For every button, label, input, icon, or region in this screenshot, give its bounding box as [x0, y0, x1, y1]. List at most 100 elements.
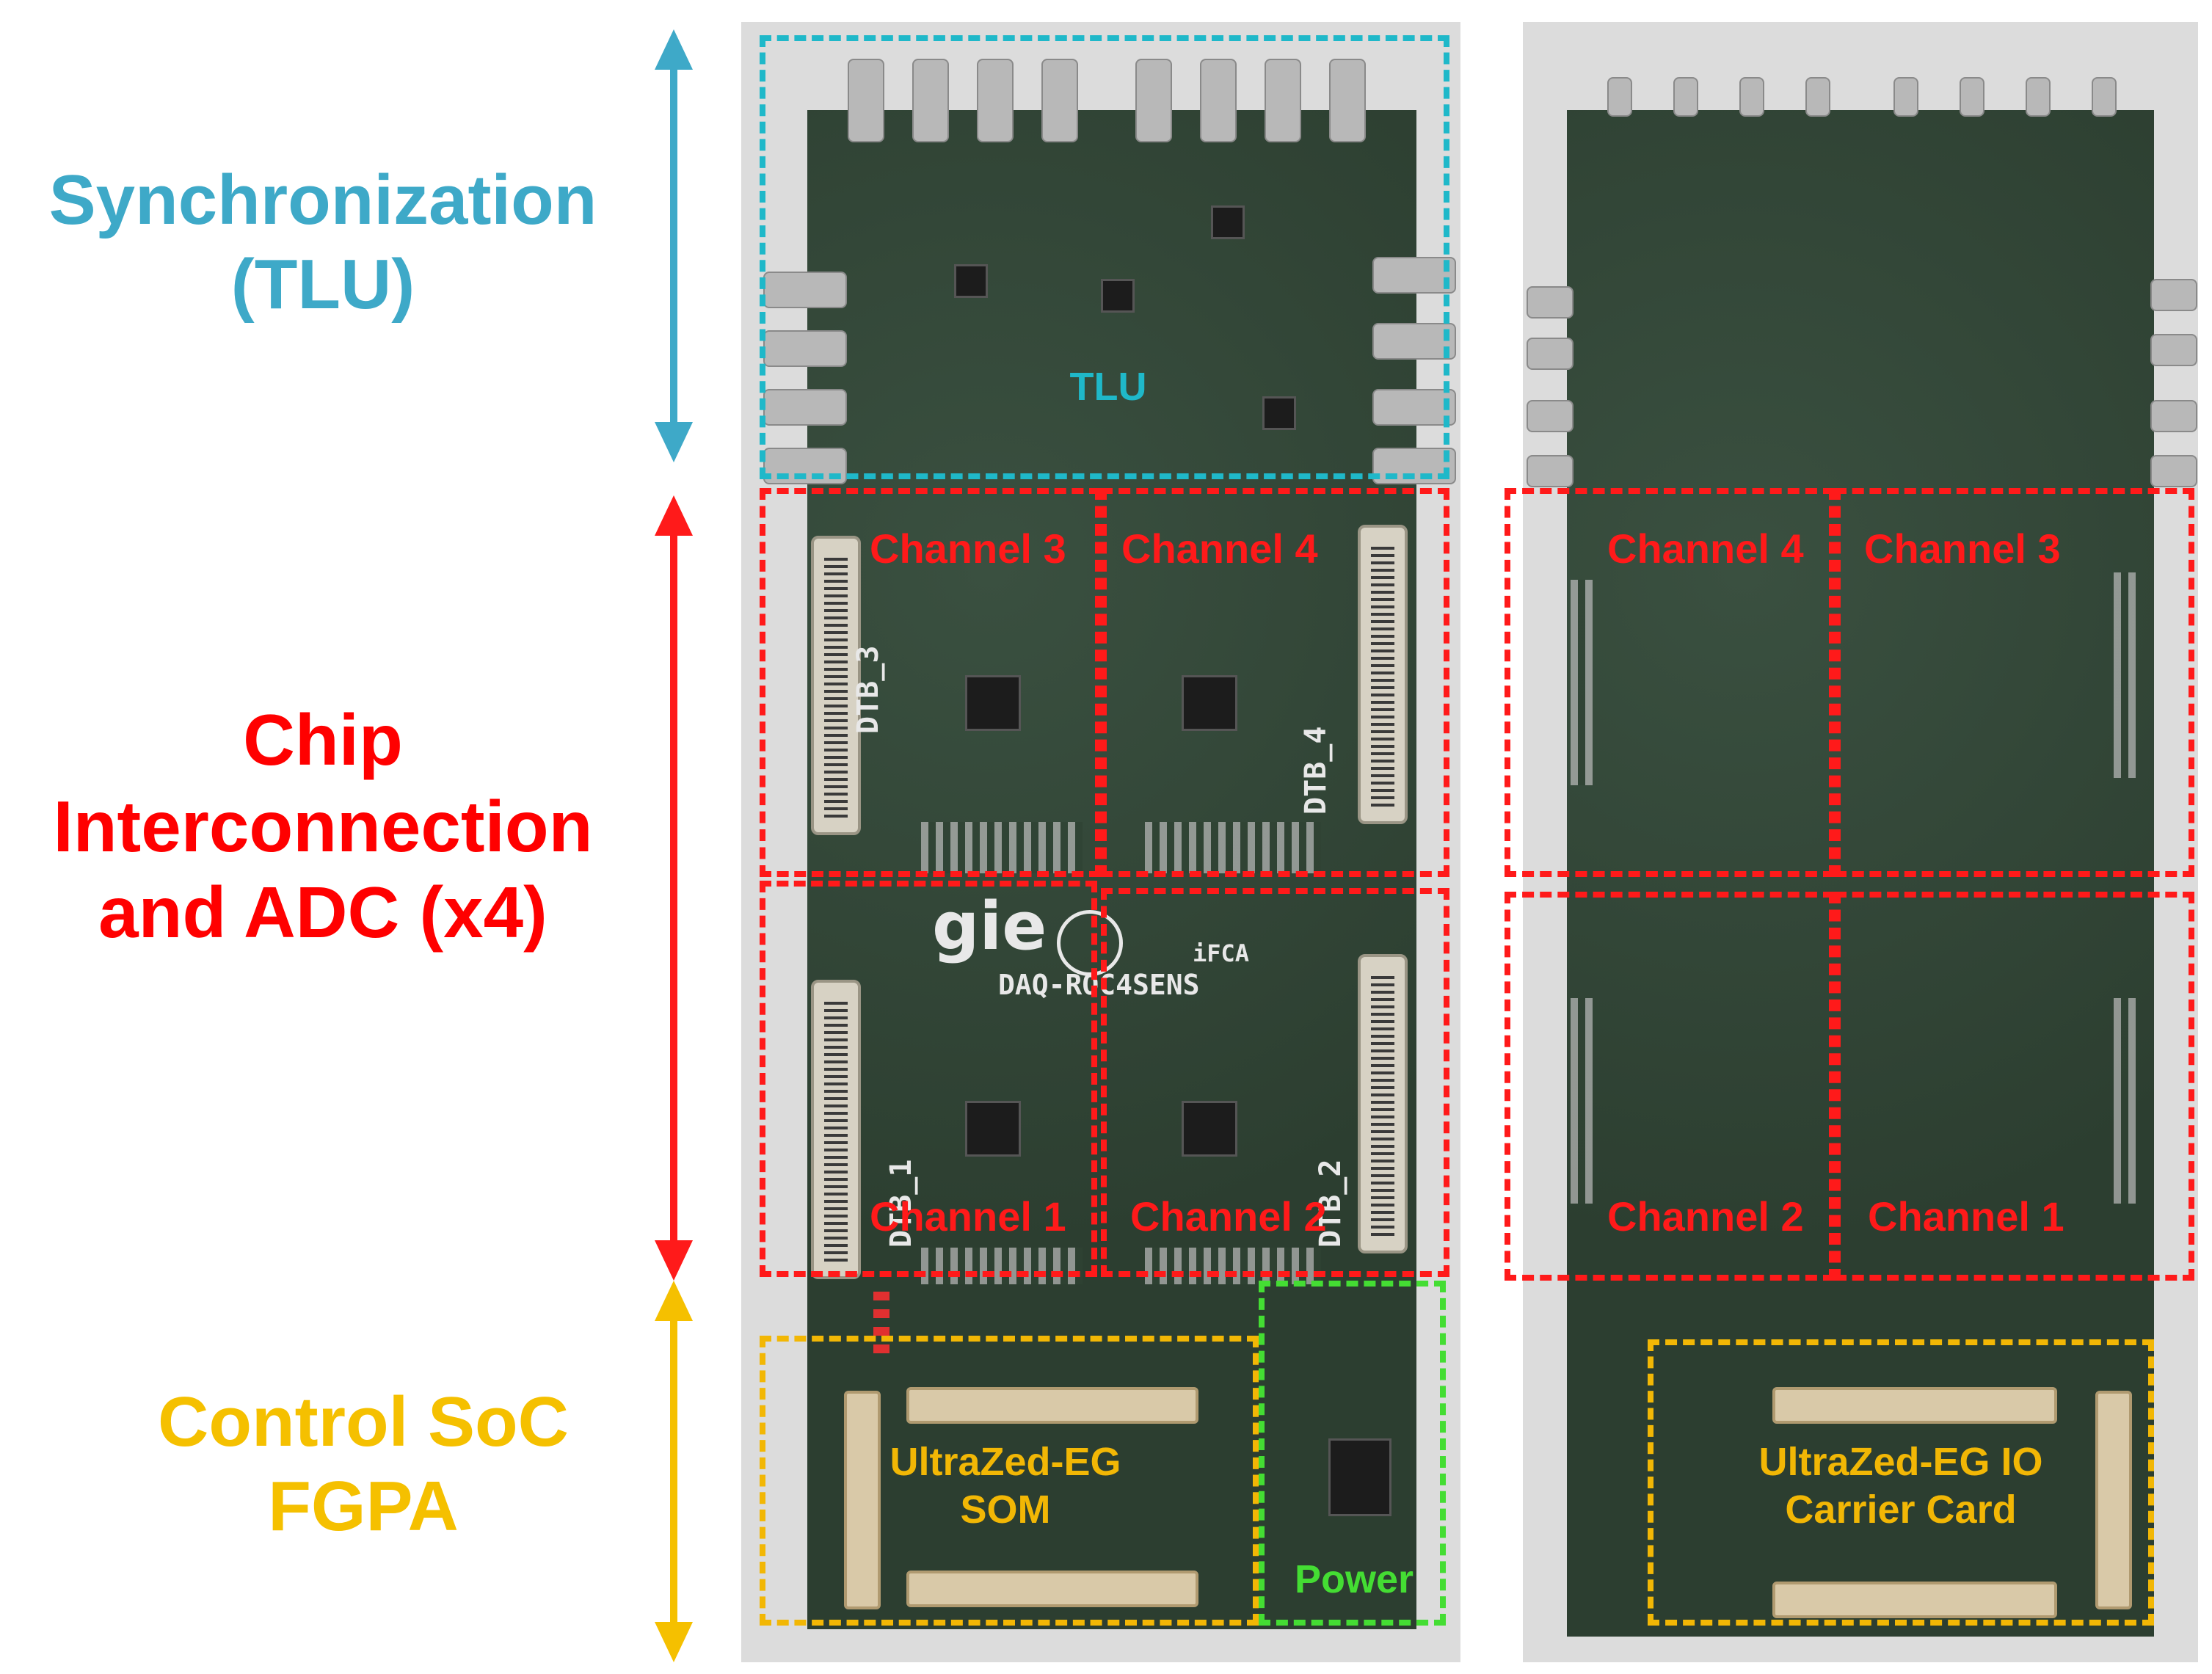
- synchronization-line2: (TLU): [230, 245, 415, 324]
- chip-arrow: [655, 495, 693, 1281]
- adc-chip: [1182, 1101, 1237, 1157]
- back-pin-row: [1571, 580, 1593, 785]
- led: [873, 1292, 889, 1300]
- dtb4-connector: [1358, 525, 1408, 824]
- back-channel-4-label: Channel 4: [1607, 525, 1804, 572]
- bnc-connector: [848, 59, 884, 142]
- tlu-label: TLU: [1069, 365, 1147, 409]
- bnc-connector: [1527, 338, 1573, 370]
- front-channel-1-label: Channel 1: [870, 1193, 1066, 1240]
- back-channel-1-label: Channel 1: [1868, 1193, 2064, 1240]
- component-row: [1145, 822, 1321, 873]
- bnc-connector: [1527, 455, 1573, 487]
- adc-chip: [965, 675, 1021, 731]
- som-region: [760, 1336, 1259, 1626]
- control-soc-label: Control SoC FGPA: [59, 1380, 668, 1549]
- board-name: DAQ-ROC4SENS: [998, 969, 1200, 1001]
- back-channel-3-region: [1835, 488, 2194, 877]
- som-label-line1: UltraZed-EG: [889, 1440, 1121, 1484]
- bnc-connector: [1893, 77, 1918, 117]
- chip-line3: and ADC (x4): [98, 872, 547, 953]
- bnc-connector: [1739, 77, 1764, 117]
- som-label: UltraZed-EG SOM: [881, 1438, 1130, 1534]
- front-channel-1-region: [760, 881, 1097, 1277]
- bnc-connector: [763, 272, 847, 308]
- sync-arrow: [655, 29, 693, 462]
- carrier-connector-j3: [1772, 1582, 2057, 1618]
- power-label: Power: [1294, 1557, 1414, 1601]
- back-channel-4-region: [1505, 488, 1835, 877]
- front-channel-2-label: Channel 2: [1130, 1193, 1327, 1240]
- bnc-connector: [2150, 279, 2197, 311]
- tlu-chip: [1262, 396, 1296, 430]
- carrier-connector-j6: [2095, 1391, 2132, 1609]
- front-channel-2-region: [1101, 888, 1449, 1277]
- dtb1-connector: [811, 980, 861, 1279]
- power-connector: [1328, 1438, 1391, 1516]
- component-row: [921, 822, 1083, 873]
- som-label-line2: SOM: [960, 1487, 1051, 1532]
- bnc-connector: [1805, 77, 1830, 117]
- bnc-connector: [1960, 77, 1984, 117]
- tlu-chip: [1211, 205, 1245, 239]
- back-channel-3-label: Channel 3: [1864, 525, 2061, 572]
- power-region: [1259, 1281, 1446, 1626]
- us-logo-mark: [1057, 910, 1123, 976]
- bnc-connector: [763, 389, 847, 426]
- back-pin-row: [2114, 572, 2136, 778]
- front-channel-4-label: Channel 4: [1121, 525, 1318, 572]
- control-line2: FGPA: [268, 1467, 459, 1546]
- bnc-connector: [2026, 77, 2051, 117]
- dtb2-connector: [1358, 954, 1408, 1253]
- bnc-connector: [1607, 77, 1632, 117]
- control-arrow: [655, 1281, 693, 1662]
- carrier-label-line1: UltraZed-EG IO: [1758, 1440, 2043, 1484]
- led: [873, 1327, 889, 1336]
- front-channel-3-label: Channel 3: [870, 525, 1066, 572]
- adc-chip: [965, 1101, 1021, 1157]
- bnc-connector: [2150, 455, 2197, 487]
- led: [873, 1309, 889, 1318]
- back-channel-2-region: [1505, 892, 1835, 1281]
- back-channel-2-label: Channel 2: [1607, 1193, 1804, 1240]
- bnc-connector: [1372, 257, 1456, 294]
- carrier-label-line2: Carrier Card: [1785, 1487, 2017, 1532]
- component-row: [921, 1248, 1083, 1284]
- synchronization-label: Synchronization (TLU): [15, 158, 631, 327]
- synchronization-line1: Synchronization: [48, 161, 597, 239]
- chip-interconnection-label: Chip Interconnection and ADC (x4): [15, 697, 631, 956]
- front-channel-3-region: [760, 488, 1101, 877]
- som-connector-j4: [906, 1571, 1198, 1607]
- bnc-connector: [1041, 59, 1078, 142]
- bnc-connector: [1673, 77, 1698, 117]
- front-channel-4-region: [1101, 488, 1449, 877]
- chip-line2: Interconnection: [53, 785, 593, 867]
- control-line1: Control SoC: [158, 1383, 569, 1461]
- bnc-connector: [763, 330, 847, 367]
- tlu-region: [760, 35, 1449, 479]
- bnc-connector: [2150, 334, 2197, 366]
- bnc-connector: [2150, 400, 2197, 432]
- led: [873, 1344, 889, 1353]
- back-channel-1-region: [1835, 892, 2194, 1281]
- back-pin-row: [2114, 998, 2136, 1204]
- tlu-chip: [1101, 279, 1135, 313]
- bnc-connector: [912, 59, 949, 142]
- som-connector-j5: [844, 1391, 881, 1609]
- carrier-region: [1648, 1339, 2154, 1626]
- bnc-connector: [1527, 286, 1573, 319]
- back-pin-row: [1571, 998, 1593, 1204]
- bnc-connector: [2092, 77, 2117, 117]
- bnc-connector: [1527, 400, 1573, 432]
- som-connector-j2: [906, 1387, 1198, 1424]
- component-row: [1145, 1248, 1321, 1284]
- bnc-connector: [977, 59, 1014, 142]
- dtb3-connector: [811, 536, 861, 835]
- bnc-connector: [1200, 59, 1237, 142]
- bnc-connector: [1372, 323, 1456, 360]
- bnc-connector: [1372, 389, 1456, 426]
- bnc-connector: [1265, 59, 1301, 142]
- bnc-connector: [1135, 59, 1172, 142]
- chip-line1: Chip: [243, 699, 403, 780]
